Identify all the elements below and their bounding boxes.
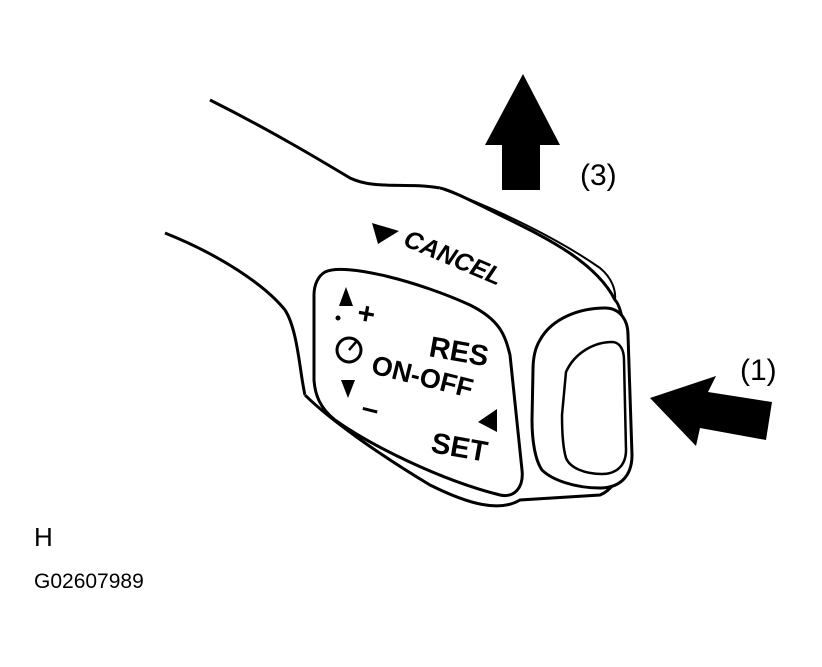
callout-push-label: (1) <box>740 354 777 387</box>
lever-stalk-upper-edge <box>209 98 441 190</box>
speedometer-dot-icon <box>335 315 341 321</box>
up-triangle-icon <box>339 287 353 306</box>
lever-head-top-ridge <box>439 187 617 301</box>
corner-letter: H <box>34 522 53 552</box>
end-push-button-inner <box>560 340 628 476</box>
pull-up-arrow-icon <box>485 74 560 190</box>
plus-label: + <box>355 296 378 332</box>
callout-pull-label: (3) <box>580 159 617 192</box>
down-triangle-icon <box>341 380 355 398</box>
speedometer-icon <box>335 336 363 364</box>
figure-code: G02607989 <box>34 570 144 593</box>
set-arrow-icon <box>478 409 497 432</box>
switch-face-panel <box>312 267 524 498</box>
lever-stalk-lower-edge <box>164 231 307 396</box>
cancel-arrow-icon <box>372 223 399 244</box>
push-in-arrow-icon <box>650 376 772 446</box>
end-push-button-outer <box>530 306 634 490</box>
